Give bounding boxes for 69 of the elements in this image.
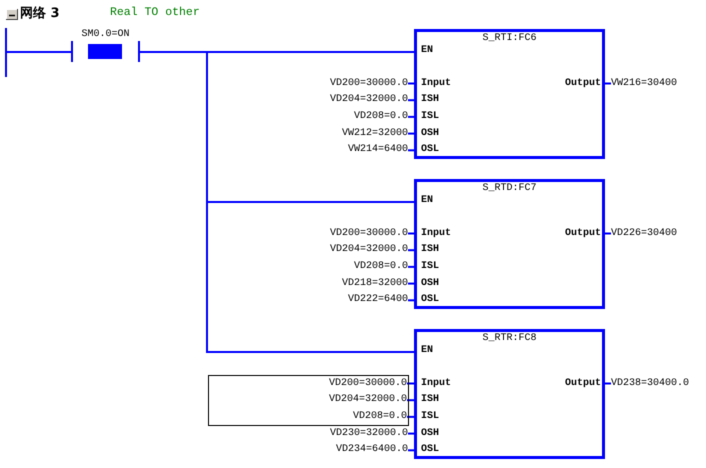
network-title: 网络 3	[20, 6, 60, 22]
wire	[605, 232, 611, 234]
contact-label: SM0.0=ON	[82, 29, 130, 40]
pin-label: ISH	[421, 94, 440, 106]
function-block	[414, 329, 605, 459]
operand-label: VD208=0.0	[354, 260, 408, 273]
operand-label: VW214=6400	[348, 144, 408, 156]
operand-label: VD200=30000.0	[328, 378, 407, 390]
pin-label: Output	[564, 228, 601, 240]
pin-label: ISH	[421, 394, 440, 406]
function-block	[414, 179, 605, 309]
wire	[408, 299, 414, 302]
wire	[408, 149, 414, 152]
operand-label: VD204=32000.0	[328, 394, 407, 406]
wire	[605, 382, 611, 384]
wire	[7, 51, 71, 53]
pin-label: OSL	[421, 294, 440, 306]
wire	[407, 416, 414, 418]
operand-label: VW212=32000	[342, 128, 408, 140]
frame	[208, 375, 409, 426]
operand-label: VD208=0.0	[354, 110, 408, 123]
pin-label: EN	[421, 195, 434, 207]
wire	[140, 51, 414, 353]
comment-text: Real TO other	[110, 6, 200, 20]
pin-label: EN	[421, 345, 434, 357]
wire	[408, 266, 414, 268]
operand-label: VD204=32000.0	[330, 94, 408, 106]
pin-label: ISL	[421, 410, 440, 423]
operand-label: VD234=6400.0	[336, 444, 408, 456]
wire	[407, 399, 414, 402]
wire	[408, 282, 414, 285]
block-title: S_RTR:FC8	[482, 332, 536, 344]
operand-label: VD218=32000	[342, 278, 408, 290]
pin-label: Input	[421, 78, 452, 90]
operand-label: VD238=30400.0	[611, 378, 690, 390]
wire	[408, 116, 414, 118]
pin-label: Input	[421, 378, 452, 390]
operand-label: VD200=30000.0	[330, 78, 408, 90]
function-block	[414, 29, 605, 159]
pin-label: Output	[564, 378, 601, 390]
pin-label: Input	[421, 228, 452, 240]
operand-label: VD200=30000.0	[330, 228, 408, 240]
wire	[408, 99, 414, 102]
pin-label: Output	[564, 78, 601, 90]
pin-label: OSH	[421, 128, 440, 140]
pin-label: OSH	[421, 428, 440, 440]
operand-label: VD226=30400	[611, 228, 678, 240]
pin-label: OSH	[421, 278, 440, 290]
operand-label: VD222=6400	[348, 294, 408, 306]
wire	[407, 382, 414, 384]
wire	[408, 232, 414, 234]
wire	[408, 432, 414, 435]
pin-label: ISL	[421, 260, 440, 273]
pin-label: OSL	[421, 144, 440, 156]
wire	[408, 132, 414, 135]
operand-label: VW216=30400	[611, 78, 678, 90]
pin-label: ISL	[421, 110, 440, 123]
pin-label: ISH	[421, 244, 440, 256]
wire	[408, 82, 414, 84]
operand-label: VD230=32000.0	[330, 428, 408, 440]
wire	[605, 82, 611, 84]
wire	[408, 449, 414, 452]
block-title: S_RTD:FC7	[482, 182, 536, 194]
operand-label: VD204=32000.0	[330, 244, 408, 256]
pin-label: OSL	[421, 444, 440, 456]
pin-label: EN	[421, 45, 434, 57]
wire	[408, 249, 414, 252]
block-title: S_RTI:FC6	[482, 32, 536, 44]
operand-label: VD208=0.0	[352, 410, 407, 423]
